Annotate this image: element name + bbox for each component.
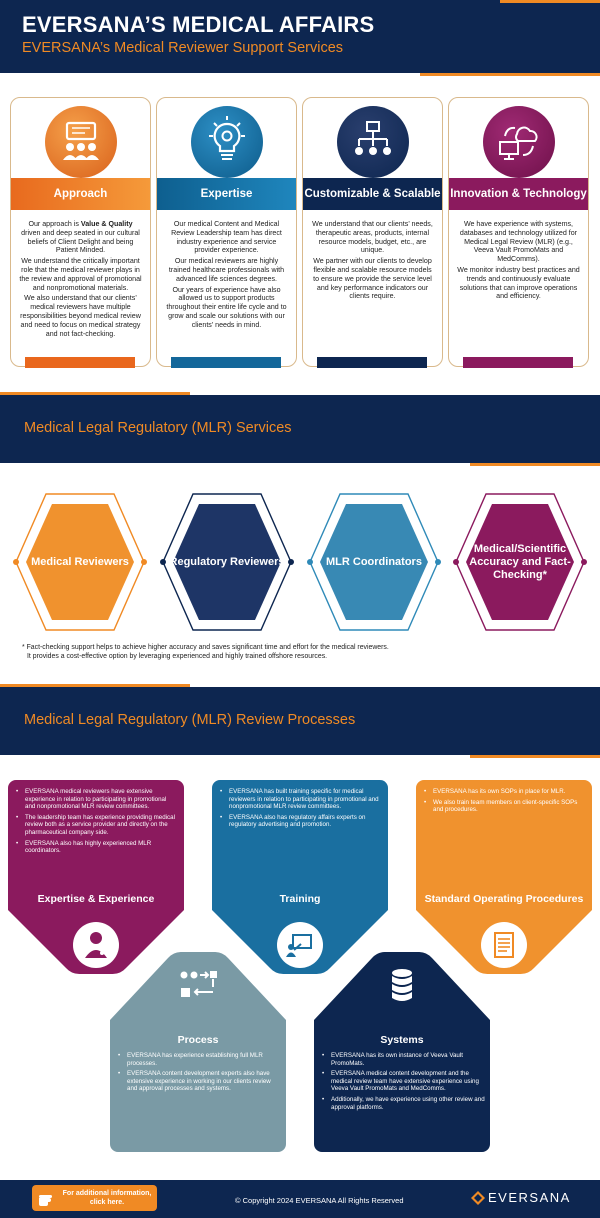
more-info-label: For additional information, click here. [62,1190,152,1206]
card-approach: Approach Our approach is Value & Quality… [10,97,151,367]
footnote: * Fact-checking support helps to achieve… [22,644,389,660]
cloud-computer-icon [483,106,555,178]
systems-bullets: EVERSANA has its own instance of Veeva V… [322,1052,486,1114]
database-icon [379,962,425,1008]
card-body: We understand that our clients’ needs, t… [312,220,433,301]
card-body: We have experience with systems, databas… [457,220,580,301]
hex-label: MLR Coordinators [326,555,422,568]
banner-accent [470,463,600,466]
presenter-board-icon [277,922,323,968]
card-expertise: Expertise Our medical Content and Medica… [156,97,297,367]
hex-regulatory-reviewers: Regulatory Reviewers [157,488,297,636]
processes-banner: Medical Legal Regulatory (MLR) Review Pr… [0,687,600,755]
org-chart-icon [337,106,409,178]
process-bullets: EVERSANA has experience establishing ful… [118,1052,282,1096]
card-title: Innovation & Technology [449,178,588,210]
doctor-icon [73,922,119,968]
card-customizable: Customizable & Scalable We understand th… [302,97,443,367]
header-accent-line [420,73,600,76]
hex-mlr-coordinators: MLR Coordinators [304,488,444,636]
training-bullets: EVERSANA has built training specific for… [220,788,380,832]
mlr-services-banner: Medical Legal Regulatory (MLR) Services [0,395,600,463]
card-bar [25,357,135,368]
eversana-logo: EVERSANA [488,1190,571,1205]
banner-accent [470,755,600,758]
systems-title: Systems [380,1034,424,1046]
card-body: Our approach is Value & Quality driven a… [19,220,142,338]
section-title: Medical Legal Regulatory (MLR) Services [24,420,292,436]
expertise-bullets: EVERSANA medical reviewers have extensiv… [16,788,176,858]
process-title: Process [177,1034,219,1046]
page-subtitle: EVERSANA’s Medical Reviewer Support Serv… [22,40,344,56]
card-title: Expertise [157,178,296,210]
hex-label: Regulatory Reviewers [169,555,285,568]
sop-shape [416,780,592,975]
copyright: © Copyright 2024 EVERSANA All Rights Res… [235,1196,404,1205]
sop-bullets: EVERSANA has its own SOPs in place for M… [424,788,584,817]
workflow-icon [175,962,221,1008]
card-title: Customizable & Scalable [303,178,442,210]
more-info-button[interactable]: For additional information, click here. [32,1185,157,1211]
card-title: Approach [11,178,150,210]
card-bar [463,357,573,368]
banner-accent [0,392,190,395]
card-body: Our medical Content and Medical Review L… [166,220,287,329]
section-title: Medical Legal Regulatory (MLR) Review Pr… [24,712,356,728]
hex-label: Medical Reviewers [31,555,129,568]
card-bar [171,357,281,368]
hex-medical-reviewers: Medical Reviewers [10,488,150,636]
card-innovation: Innovation & Technology We have experien… [448,97,589,367]
page-title: EVERSANA’S MEDICAL AFFAIRS [22,12,375,37]
document-icon [481,922,527,968]
banner-accent [0,684,190,687]
training-title: Training [279,893,321,905]
header-accent [500,0,600,3]
pointing-hand-icon [39,1195,52,1206]
page-header: EVERSANA’S MEDICAL AFFAIRS EVERSANA’s Me… [0,0,600,73]
expertise-title: Expertise & Experience [37,893,155,905]
hex-label: Medical/Scientific Accuracy and Fact-Che… [469,542,571,581]
lightbulb-gear-icon [191,106,263,178]
eversana-logo-icon [470,1190,486,1211]
card-bar [317,357,427,368]
sop-title: Standard Operating Procedures [424,893,584,905]
hex-fact-checking: Medical/Scientific Accuracy and Fact-Che… [450,488,590,636]
people-presentation-icon [45,106,117,178]
